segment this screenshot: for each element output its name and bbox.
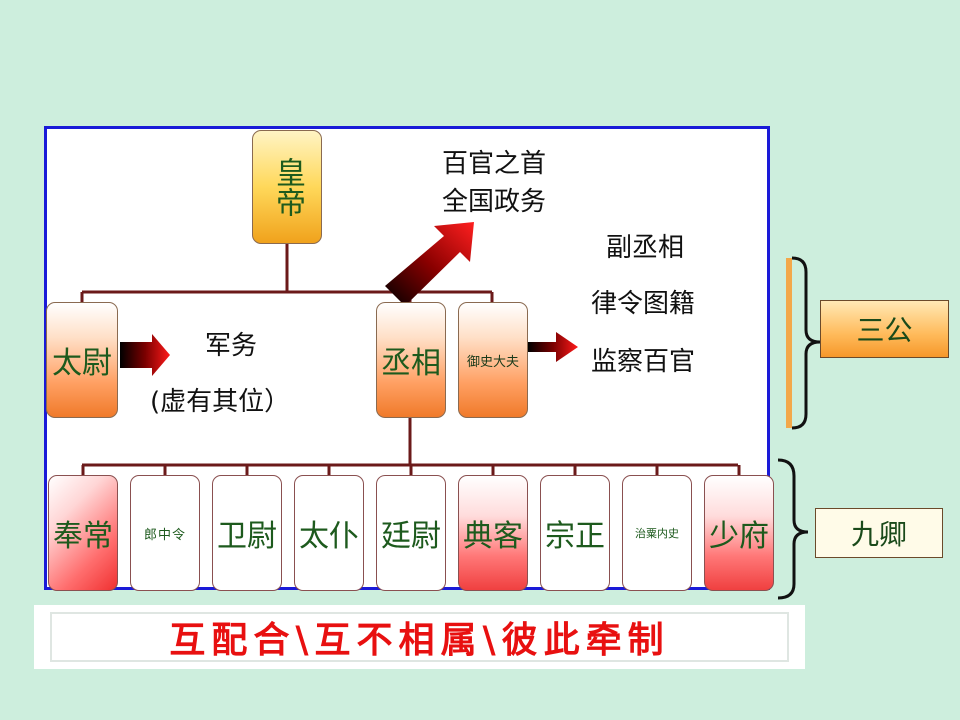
minister-label-7: 宗正 bbox=[545, 519, 605, 554]
summary-banner: 互配合\互不相属\彼此牵制 bbox=[32, 603, 807, 671]
emperor-box: 皇帝 bbox=[252, 130, 322, 244]
minister-label-6: 典客 bbox=[463, 519, 523, 554]
note-taiwei-line2: (虚有其位） bbox=[150, 387, 291, 417]
minister-label-8: 治粟内史 bbox=[635, 527, 679, 540]
duke-taiwei-box: 太尉 bbox=[46, 302, 118, 418]
minister-box-6: 典客 bbox=[458, 475, 528, 591]
duke-yushi-label: 御史大夫 bbox=[466, 354, 519, 370]
minister-box-5: 廷尉 bbox=[376, 475, 446, 591]
minister-label-9: 少府 bbox=[709, 519, 769, 554]
duke-yushi-box: 御史大夫 bbox=[458, 302, 528, 418]
minister-box-3: 卫尉 bbox=[212, 475, 282, 591]
minister-box-7: 宗正 bbox=[540, 475, 610, 591]
minister-box-1: 奉常 bbox=[48, 475, 118, 591]
minister-label-4: 太仆 bbox=[299, 519, 359, 554]
minister-label-5: 廷尉 bbox=[381, 519, 441, 554]
minister-box-2: 郎中令 bbox=[130, 475, 200, 591]
note-yushi-line3: 监察百官 bbox=[591, 347, 696, 377]
minister-label-2: 郎中令 bbox=[143, 527, 186, 543]
minister-label-3: 卫尉 bbox=[217, 519, 277, 554]
side-label-nine-ministers-text: 九卿 bbox=[850, 518, 907, 551]
note-chancellor-line2: 全国政务 bbox=[442, 187, 547, 217]
minister-box-9: 少府 bbox=[704, 475, 774, 591]
side-label-three-dukes-text: 三公 bbox=[856, 314, 913, 347]
note-yushi-line2: 律令图籍 bbox=[591, 289, 696, 319]
minister-label-1: 奉常 bbox=[53, 519, 113, 554]
brace-nine-ministers-icon bbox=[777, 458, 809, 600]
side-label-nine-ministers: 九卿 bbox=[815, 508, 943, 558]
brace-three-dukes-icon bbox=[791, 256, 821, 430]
duke-chengxiang-box: 丞相 bbox=[376, 302, 446, 418]
emperor-label: 皇帝 bbox=[270, 157, 305, 217]
duke-taiwei-label: 太尉 bbox=[52, 346, 112, 381]
duke-chengxiang-label: 丞相 bbox=[381, 346, 441, 381]
note-chancellor-line1: 百官之首 bbox=[442, 149, 547, 179]
side-label-three-dukes: 三公 bbox=[820, 300, 949, 358]
minister-box-8: 治粟内史 bbox=[622, 475, 692, 591]
minister-box-4: 太仆 bbox=[294, 475, 364, 591]
note-taiwei-line1: 军务 bbox=[205, 331, 258, 361]
note-yushi-line1: 副丞相 bbox=[606, 233, 685, 263]
brace-three-dukes-accent bbox=[786, 258, 792, 428]
summary-banner-text: 互配合\互不相属\彼此牵制 bbox=[50, 612, 789, 662]
